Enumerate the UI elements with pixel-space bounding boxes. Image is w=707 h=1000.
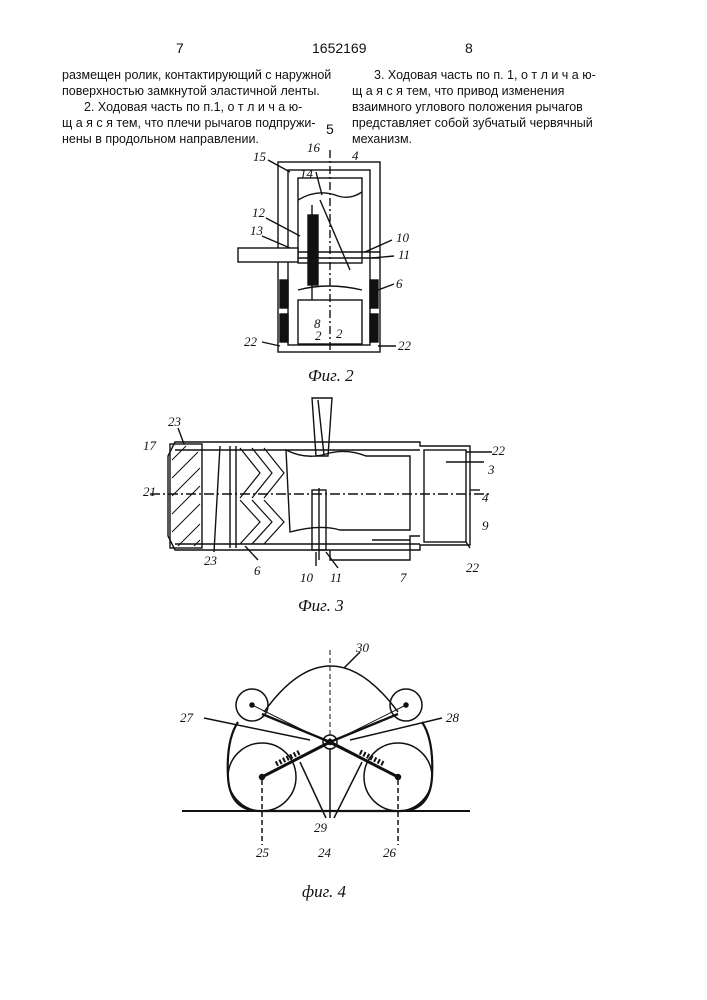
fig3-label: 23 — [168, 414, 182, 429]
fig3-label: 11 — [330, 570, 342, 585]
fig2-label: 13 — [250, 223, 264, 238]
fig3-label: 21 — [143, 484, 156, 499]
fig2-label: 14 — [300, 166, 314, 181]
fig4-label: 28 — [446, 710, 460, 725]
fig3-label: 23 — [204, 553, 218, 568]
fig3-label: 4 — [482, 490, 489, 505]
text-line: 2. Ходовая часть по п.1, о т л и ч а ю- — [62, 99, 332, 115]
text-line: щ а я с я тем, что плечи рычагов подпруж… — [62, 115, 332, 131]
fig3-label: 6 — [254, 563, 261, 578]
figure-3-caption: Фиг. 3 — [298, 596, 344, 616]
left-column: размещен ролик, контактирующий с наружно… — [62, 67, 332, 147]
fig4-label: 27 — [180, 710, 194, 725]
fig4-central-arc — [264, 666, 398, 712]
fig3-label: 22 — [492, 443, 506, 458]
fig3-label: 9 — [482, 518, 489, 533]
patent-number: 1652169 — [312, 40, 367, 56]
fig4-label: 24 — [318, 845, 332, 860]
fig4-label: 29 — [314, 820, 328, 835]
fig2-label: 12 — [252, 205, 266, 220]
fig2-label: 10 — [396, 230, 410, 245]
text-line: размещен ролик, контактирующий с наружно… — [62, 67, 332, 83]
figure-3-drawing: 23 17 21 23 6 10 11 7 22 3 4 9 22 — [0, 390, 707, 600]
fig2-label: 2 — [315, 328, 322, 343]
fig4-label: 26 — [383, 845, 397, 860]
fig3-label: 3 — [487, 462, 495, 477]
fig2-label: 2 — [336, 326, 343, 341]
fig4-label: 25 — [256, 845, 270, 860]
text-line: щ а я с я тем, что привод изменения — [352, 83, 622, 99]
figure-4-drawing: 30 27 28 29 25 24 26 — [0, 630, 707, 910]
fig2-label: 16 — [307, 140, 321, 155]
line-number: 5 — [326, 121, 334, 137]
fig2-label: 6 — [396, 276, 403, 291]
fig2-label: 15 — [253, 149, 267, 164]
text-line: взаимного углового положения рычагов — [352, 99, 622, 115]
figure-2-drawing: 15 16 4 14 12 13 10 11 6 8 2 2 22 22 — [0, 140, 707, 390]
figure-2-caption: Фиг. 2 — [308, 366, 354, 386]
text-line: 3. Ходовая часть по п. 1, о т л и ч а ю- — [352, 67, 622, 83]
fig2-label: 4 — [352, 148, 359, 163]
fig3-label: 17 — [143, 438, 157, 453]
fig2-label: 22 — [398, 338, 412, 353]
text-line: поверхностью замкнутой эластичной ленты. — [62, 83, 332, 99]
fig2-label: 11 — [398, 247, 410, 262]
page-number-left: 7 — [176, 40, 184, 56]
page-number-right: 8 — [465, 40, 473, 56]
figure-4-caption: фиг. 4 — [302, 882, 346, 902]
right-column: 3. Ходовая часть по п. 1, о т л и ч а ю-… — [352, 67, 622, 147]
text-line: представляет собой зубчатый червячный — [352, 115, 622, 131]
fig2-label: 22 — [244, 334, 258, 349]
fig4-label: 30 — [355, 640, 370, 655]
fig3-label: 10 — [300, 570, 314, 585]
fig3-label: 7 — [400, 570, 407, 585]
fig3-label: 22 — [466, 560, 480, 575]
